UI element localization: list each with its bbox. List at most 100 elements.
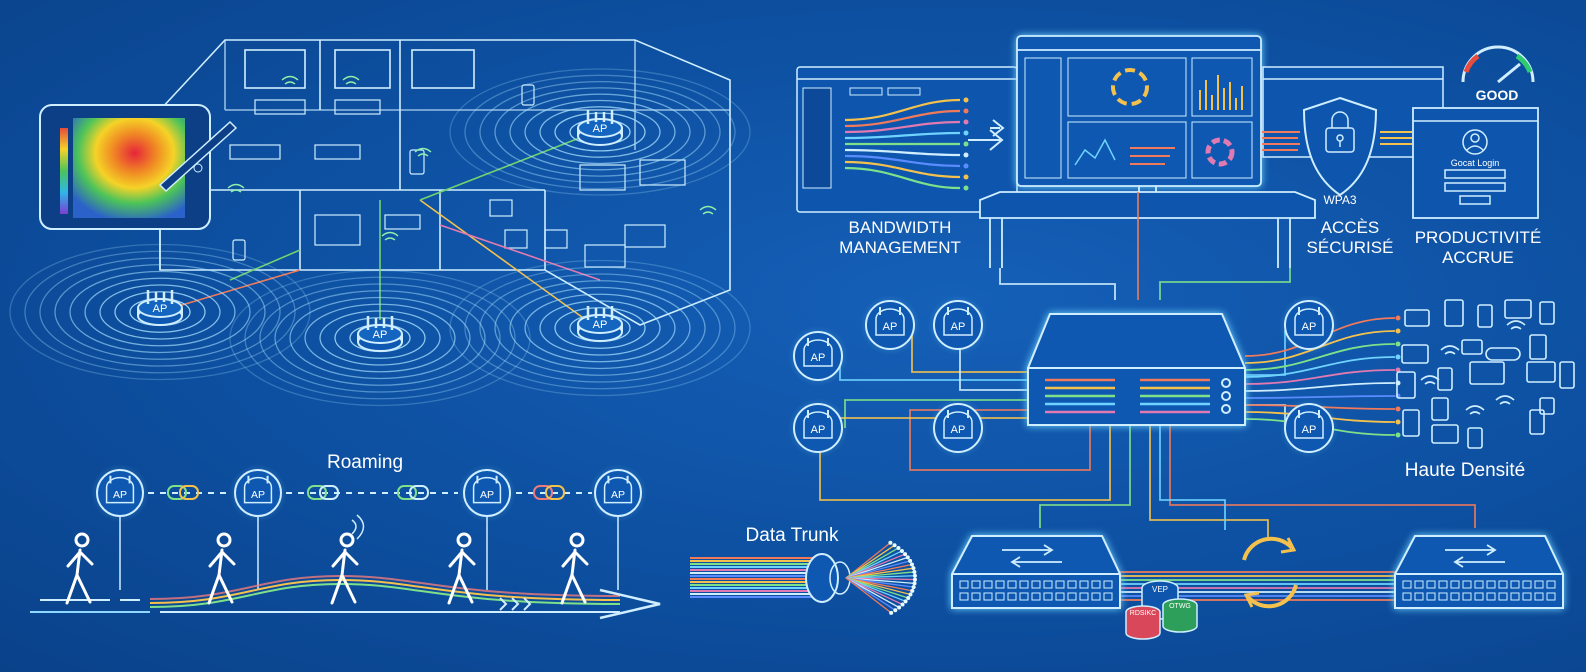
coverage-ring [114,291,206,333]
wifi-icon [227,75,717,241]
chain-link-icon [307,485,327,500]
ap-label: AP [593,123,608,135]
coverage-ring [539,106,661,158]
coverage-ring [554,307,646,349]
coverage-ring [304,303,456,373]
coverage-ring [509,286,691,370]
productivite-label-line2: ACCRUE [1442,248,1514,267]
ap-label: AP [251,489,265,501]
walking-person-icon [65,532,94,605]
network-link [999,268,1116,300]
network-link [1039,425,1131,528]
walking-person-icon [560,532,589,605]
ap-label: AP [883,321,898,333]
network-link [1169,425,1476,528]
wifi-icon [1506,320,1526,330]
gauge-status: GOOD [1476,87,1519,103]
signal-link [164,269,301,311]
access-point-icon: AP [229,464,287,522]
bandwidth-label-line2: MANAGEMENT [839,238,961,257]
ap-label: AP [373,329,388,341]
db-label-top: VEP [1152,585,1168,594]
coverage-ring [84,277,236,347]
ap-label: AP [1302,424,1317,436]
device-icon [1437,367,1453,391]
access-point-icon: AP [357,316,403,352]
access-point-icon: AP [788,398,848,458]
access-point-icon: AP [928,295,988,355]
switch-group [951,535,1564,609]
wifi-icon [1465,405,1485,415]
network-switch-icon [1394,535,1564,609]
device-icon [1469,361,1505,385]
network-link [839,360,1030,381]
arrow-head-icon [599,588,661,620]
fiber-cable-icon [690,540,917,615]
acces-label-line1: ACCÈS [1321,218,1380,237]
walking-person-icon [330,532,359,605]
wifi-signal-icon [351,514,365,540]
office-outer-wall [159,39,731,326]
roaming-access-points: AP AP AP AP [91,464,647,590]
wifi-icon [1495,395,1515,405]
database-icon [1125,580,1198,640]
wifi-icon [1420,375,1440,385]
coverage-ring [319,310,441,366]
coverage-ring [554,112,646,152]
coverage-ring [479,80,721,184]
chain-link-icon [319,485,339,500]
access-point-icon: AP [91,464,149,522]
coverage-ring [24,250,296,374]
access-point-icon: AP [1279,295,1339,355]
signal-link [419,129,601,201]
ap-label: AP [480,489,494,501]
productivite-label-line1: PRODUCTIVITÉ [1415,228,1542,247]
network-link [819,417,1111,501]
coverage-ring [539,300,661,356]
db-label-left: RDSIKC [1130,610,1156,617]
central-monitor [979,35,1316,268]
chain-link-icon [167,485,187,500]
chain-link-icon [179,485,199,500]
ap-label: AP [811,352,826,364]
device-icon [1402,409,1420,437]
bandwidth-label-line1: BANDWIDTH [849,218,952,237]
right-access-points: AP AP AP AP AP AP AP [788,295,1339,458]
device-icon [1444,299,1464,327]
tablet-heatmap-icon [39,104,238,230]
ap-label: AP [811,424,826,436]
access-point-icon: AP [458,464,516,522]
walking-person-icon [207,532,236,605]
chain-link-icon [409,485,429,500]
arrow-right-icon [968,129,1004,151]
sync-arrows-icon [1242,536,1298,609]
access-point-icon: AP [928,398,988,458]
coverage-ring [509,93,691,171]
roaming-links [148,485,592,500]
chain-link-icon [533,485,553,500]
data-trunk-label: Data Trunk [746,525,839,546]
wifi-icon [1440,345,1460,355]
coverage-ring [289,296,471,380]
device-icon [1529,409,1545,435]
ap-label: AP [951,321,966,333]
wpa3-label: WPA3 [1323,193,1356,207]
signal-link [419,199,601,331]
access-point-icon: AP [577,110,623,146]
coverage-ring [99,284,221,340]
office-window [244,49,306,89]
access-point-icon: AP [137,290,183,326]
network-switch-icon [951,535,1121,609]
chain-link-icon [397,485,417,500]
network-link [1159,268,1291,300]
access-point-icon: AP [589,464,647,522]
coverage-ring [39,257,281,367]
device-icon [1467,427,1483,449]
coverage-ring [464,266,736,390]
network-link [1245,404,1286,430]
acces-label-line2: SÉCURISÉ [1307,238,1394,257]
office-window [334,49,391,89]
coverage-ring [494,280,706,376]
user-login-icon [1462,129,1488,155]
